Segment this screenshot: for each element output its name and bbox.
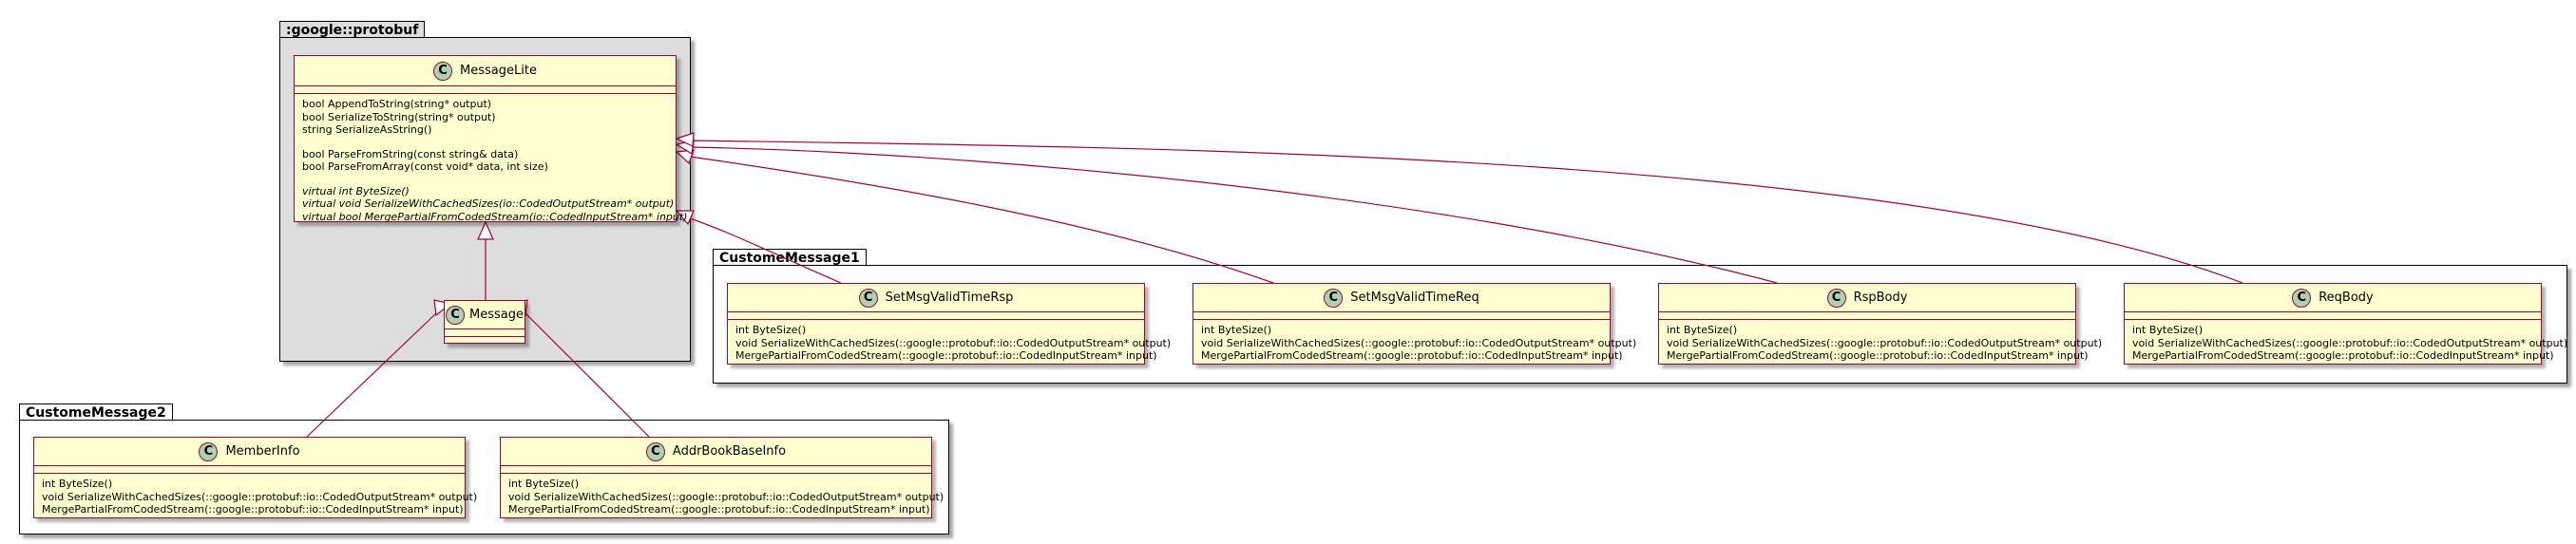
class-icon: C <box>1324 288 1344 308</box>
class-methods: int ByteSize() void SerializeWithCachedS… <box>1193 320 1637 366</box>
class-setmsgvalidtimereq[interactable]: C SetMsgValidTimeReq int ByteSize() void… <box>1193 283 1637 366</box>
method: string SerializeAsString() <box>302 123 432 136</box>
method: int ByteSize() <box>735 324 807 336</box>
method: MergePartialFromCodedStream(::google::pr… <box>2132 349 2554 362</box>
class-name: MemberInfo <box>225 444 300 459</box>
package-label: :google::protobuf <box>279 21 426 38</box>
package-label: CustomeMessage1 <box>713 249 867 266</box>
method: virtual bool MergePartialFromCodedStream… <box>302 210 688 223</box>
class-name: ReqBody <box>2318 291 2374 305</box>
method: bool ParseFromString(const string& data) <box>302 147 519 160</box>
relation-reqbody-messagelite <box>689 140 2243 284</box>
class-reqbody[interactable]: C ReqBody int ByteSize() void SerializeW… <box>2124 283 2568 366</box>
relation-rspbody-messagelite <box>689 146 1778 284</box>
class-messagelite[interactable]: C MessageLite bool AppendToString(string… <box>294 55 687 223</box>
class-methods: bool AppendToString(string* output) bool… <box>295 94 688 227</box>
relation-setmsgvalidtimereq-messagelite <box>689 156 1274 284</box>
method: int ByteSize() <box>2132 324 2204 336</box>
method: void SerializeWithCachedSizes(::google::… <box>1201 336 1637 349</box>
class-header: C ReqBody <box>2125 284 2541 312</box>
class-methods: int ByteSize() void SerializeWithCachedS… <box>501 474 945 520</box>
method: MergePartialFromCodedStream(::google::pr… <box>1201 349 1623 362</box>
method: virtual void SerializeWithCachedSizes(io… <box>302 197 675 210</box>
inheritance-arrowhead <box>675 132 695 147</box>
method: MergePartialFromCodedStream(::google::pr… <box>735 349 1157 362</box>
relation-memberinfo-message <box>306 312 437 438</box>
class-addrbookbaseinfo[interactable]: C AddrBookBaseInfo int ByteSize() void S… <box>500 437 945 520</box>
class-header: C MessageLite <box>295 56 676 86</box>
class-header: C SetMsgValidTimeRsp <box>728 284 1144 312</box>
class-methods: int ByteSize() void SerializeWithCachedS… <box>728 320 1172 366</box>
inheritance-arrowhead <box>675 149 695 165</box>
method: int ByteSize() <box>1667 324 1738 336</box>
method: void SerializeWithCachedSizes(::google::… <box>42 490 478 503</box>
class-name: SetMsgValidTimeReq <box>1350 291 1479 305</box>
class-methods: int ByteSize() void SerializeWithCachedS… <box>2125 320 2568 366</box>
class-icon: C <box>2292 288 2312 308</box>
method: virtual int ByteSize() <box>302 184 410 197</box>
class-attributes <box>445 329 525 337</box>
class-methods: int ByteSize() void SerializeWithCachedS… <box>1659 320 2103 366</box>
class-attributes <box>2125 312 2541 320</box>
method: void SerializeWithCachedSizes(::google::… <box>508 490 945 503</box>
class-icon: C <box>645 441 665 461</box>
method: MergePartialFromCodedStream(::google::pr… <box>1667 349 2089 362</box>
class-icon: C <box>199 441 219 461</box>
method: bool SerializeToString(string* output) <box>302 110 496 123</box>
class-attributes <box>295 86 676 94</box>
method: void SerializeWithCachedSizes(::google::… <box>735 336 1172 349</box>
class-name: SetMsgValidTimeRsp <box>885 291 1014 305</box>
relation-addrbookbaseinfo-message <box>525 312 650 438</box>
class-name: Message <box>469 308 524 322</box>
relation-setmsgvalidtimersp-messagelite <box>689 217 842 284</box>
class-memberinfo[interactable]: C MemberInfo int ByteSize() void Seriali… <box>33 437 478 520</box>
class-header: C SetMsgValidTimeReq <box>1193 284 1610 312</box>
class-header: C RspBody <box>1659 284 2075 312</box>
class-attributes <box>501 466 931 474</box>
class-attributes <box>1193 312 1610 320</box>
class-icon: C <box>1826 288 1846 308</box>
class-name: RspBody <box>1853 291 1908 305</box>
inheritance-arrowhead <box>675 210 695 226</box>
class-attributes <box>34 466 465 474</box>
method: MergePartialFromCodedStream(::google::pr… <box>42 503 464 516</box>
method: int ByteSize() <box>42 478 113 490</box>
method: bool ParseFromArray(const void* data, in… <box>302 160 548 173</box>
class-icon: C <box>446 305 465 325</box>
package-label: CustomeMessage2 <box>19 403 173 421</box>
class-header: C MemberInfo <box>34 438 465 466</box>
class-attributes <box>728 312 1144 320</box>
inheritance-arrowhead <box>477 220 494 240</box>
method: bool AppendToString(string* output) <box>302 98 492 110</box>
method: int ByteSize() <box>1201 324 1272 336</box>
method: int ByteSize() <box>508 478 580 490</box>
class-icon: C <box>858 288 878 308</box>
class-header: C Message <box>445 301 525 329</box>
class-setmsgvalidtimersp[interactable]: C SetMsgValidTimeRsp int ByteSize() void… <box>727 283 1172 366</box>
class-methods: int ByteSize() void SerializeWithCachedS… <box>34 474 478 520</box>
class-name: MessageLite <box>460 64 537 78</box>
method: MergePartialFromCodedStream(::google::pr… <box>508 503 930 516</box>
class-name: AddrBookBaseInfo <box>672 444 787 459</box>
class-attributes <box>1659 312 2075 320</box>
method: void SerializeWithCachedSizes(::google::… <box>1667 336 2103 349</box>
class-message[interactable]: C Message <box>444 300 525 344</box>
class-header: C AddrBookBaseInfo <box>501 438 931 466</box>
class-icon: C <box>433 61 453 81</box>
class-rspbody[interactable]: C RspBody int ByteSize() void SerializeW… <box>1658 283 2103 366</box>
method: void SerializeWithCachedSizes(::google::… <box>2132 336 2568 349</box>
